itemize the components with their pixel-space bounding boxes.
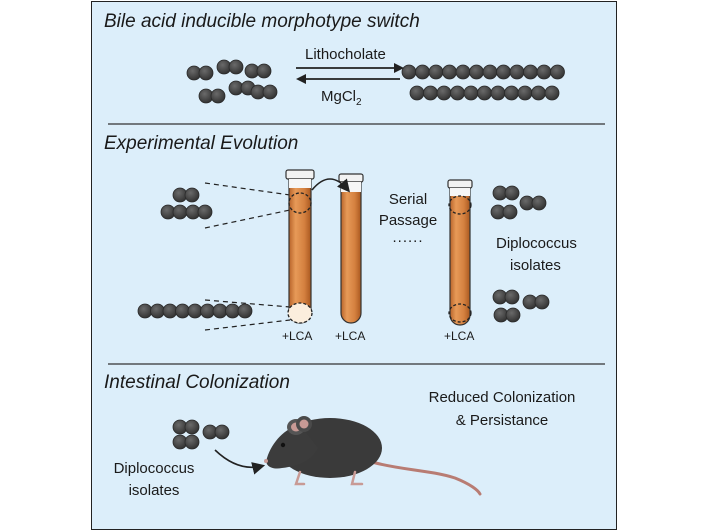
chain-morphotype-icon bbox=[137, 303, 253, 319]
coccus-cell-icon bbox=[490, 85, 506, 101]
transfer-arrow bbox=[311, 178, 351, 193]
coccus-cell-icon bbox=[531, 195, 547, 211]
passage-ellipsis: ...... bbox=[392, 229, 424, 246]
coccus-cell-icon bbox=[504, 289, 520, 305]
diplococcus-isolate-icon bbox=[490, 185, 547, 220]
section-title-intestinal-colonization: Intestinal Colonization bbox=[104, 372, 290, 393]
colonization-isolates-line1: Diplococcus bbox=[113, 460, 195, 477]
coccus-cell-icon bbox=[463, 85, 479, 101]
colonization-isolates-line2: isolates bbox=[128, 482, 180, 499]
zoom-line bbox=[204, 319, 291, 331]
section-title-experimental-evolution: Experimental Evolution bbox=[104, 133, 299, 154]
section-title-morphotype-switch: Bile acid inducible morphotype switch bbox=[104, 11, 420, 32]
coccus-cell-icon bbox=[502, 204, 518, 220]
culture-tube-icon bbox=[447, 179, 473, 326]
coccus-cell-icon bbox=[523, 64, 538, 80]
inoculation-arrow bbox=[214, 449, 266, 475]
coccus-cell-icon bbox=[200, 303, 215, 319]
coccus-cell-icon bbox=[197, 204, 213, 220]
coccus-cell-icon bbox=[214, 424, 230, 440]
coccus-cell-icon bbox=[150, 303, 165, 319]
coccus-cell-icon bbox=[442, 64, 457, 80]
tube-label-lca: +LCA bbox=[444, 329, 475, 343]
coccus-cell-icon bbox=[175, 303, 190, 319]
coccus-cell-icon bbox=[450, 85, 465, 101]
result-label-line2: & Persistance bbox=[455, 412, 549, 429]
coccus-cell-icon bbox=[428, 64, 444, 80]
coccus-cell-icon bbox=[504, 85, 519, 101]
coccus-cell-icon bbox=[184, 419, 200, 435]
forward-arrowhead bbox=[394, 63, 404, 73]
coccus-cell-icon bbox=[162, 303, 178, 319]
coccus-cell-icon bbox=[423, 85, 438, 101]
coccus-cell-icon bbox=[550, 64, 565, 80]
serial-passage-label-line2: Passage bbox=[378, 212, 438, 229]
coccus-cell-icon bbox=[198, 65, 214, 81]
coccus-cell-icon bbox=[455, 64, 471, 80]
coccus-cell-icon bbox=[504, 185, 520, 201]
tube-label-lca: +LCA bbox=[335, 329, 366, 343]
coccus-cell-icon bbox=[212, 303, 228, 319]
coccus-cell-icon bbox=[496, 64, 511, 80]
coccus-cell-icon bbox=[187, 303, 203, 319]
coccus-cell-icon bbox=[477, 85, 492, 101]
mouse-icon bbox=[264, 416, 482, 496]
coccus-cell-icon bbox=[415, 64, 430, 80]
lithocholate-label: Lithocholate bbox=[305, 46, 386, 63]
diplococcus-cluster-icon bbox=[172, 419, 230, 450]
diplococcus-cluster-icon bbox=[160, 187, 213, 220]
coccus-cell-icon bbox=[172, 204, 188, 220]
coccus-cell-icon bbox=[184, 187, 200, 203]
coccus-cell-icon bbox=[517, 85, 533, 101]
tube-label-lca: +LCA bbox=[282, 329, 313, 343]
coccus-cell-icon bbox=[536, 64, 552, 80]
serial-passage-label-line1: Serial bbox=[388, 191, 428, 208]
coccus-cell-icon bbox=[544, 85, 560, 101]
coccus-cell-icon bbox=[469, 64, 484, 80]
coccus-cell-icon bbox=[409, 85, 425, 101]
coccus-cell-icon bbox=[401, 64, 417, 80]
reverse-arrowhead bbox=[296, 74, 306, 84]
culture-tube-icon bbox=[285, 169, 315, 324]
coccus-cell-icon bbox=[534, 294, 550, 310]
zoom-line bbox=[204, 182, 291, 196]
result-label-line1: Reduced Colonization bbox=[428, 389, 576, 406]
coccus-cell-icon bbox=[436, 85, 452, 101]
chain-morphotype-icon bbox=[401, 64, 565, 101]
mgcl2-label: MgCl2 bbox=[321, 88, 362, 108]
coccus-cell-icon bbox=[262, 84, 278, 100]
diplococcus-isolate-icon bbox=[492, 289, 550, 323]
coccus-cell-icon bbox=[531, 85, 546, 101]
isolates-label-line2: isolates bbox=[510, 257, 561, 274]
zoom-line bbox=[204, 209, 291, 229]
coccus-cell-icon bbox=[210, 88, 226, 104]
culture-tube-icon bbox=[338, 173, 364, 324]
coccus-cell-icon bbox=[482, 64, 498, 80]
coccus-cell-icon bbox=[184, 434, 200, 450]
coccus-cell-icon bbox=[225, 303, 240, 319]
coccus-cell-icon bbox=[137, 303, 153, 319]
coccus-cell-icon bbox=[256, 63, 272, 79]
coccus-cell-icon bbox=[237, 303, 253, 319]
coccus-cell-icon bbox=[509, 64, 525, 80]
coccus-cell-icon bbox=[228, 59, 244, 75]
diplococcus-cluster-icon bbox=[186, 59, 278, 104]
isolates-label-line1: Diplococcus bbox=[496, 235, 577, 252]
coccus-cell-icon bbox=[505, 307, 521, 323]
